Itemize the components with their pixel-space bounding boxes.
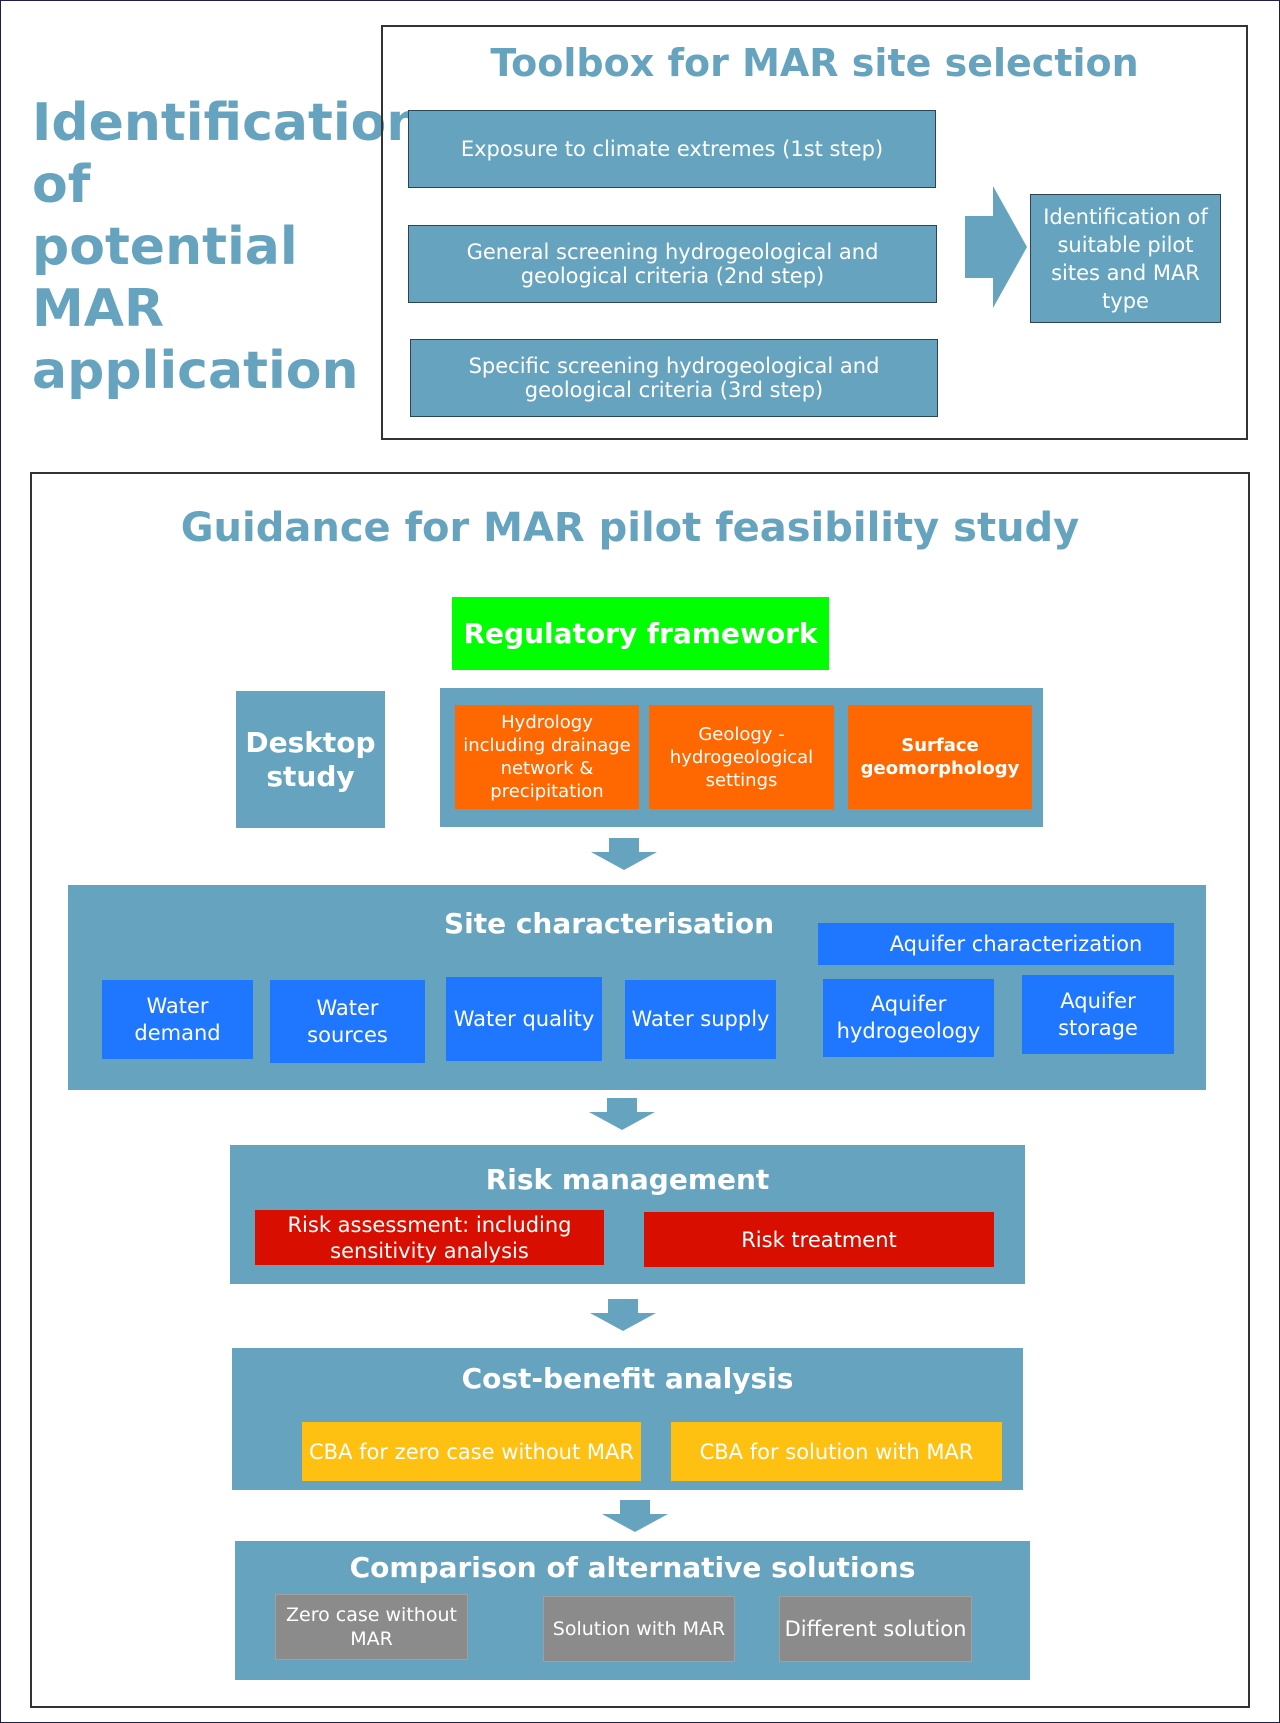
desktop-study-box: Desktop study xyxy=(236,691,385,828)
risk-treatment-box: Risk treatment xyxy=(644,1212,994,1267)
toolbox-step-2: General screening hydrogeological and ge… xyxy=(408,225,937,303)
cba-zero-case-box: CBA for zero case without MAR xyxy=(302,1422,641,1481)
regulatory-framework-box: Regulatory framework xyxy=(452,597,829,670)
desktop-item-geomorphology: Surface geomorphology xyxy=(848,705,1032,809)
down-arrow-icon xyxy=(590,1299,656,1331)
toolbox-result: Identification of suitable pilot sites a… xyxy=(1030,194,1221,323)
aquifer-characterization-header: Aquifer characterization xyxy=(818,923,1174,965)
desktop-item-geology: Geology - hydrogeological settings xyxy=(649,705,834,809)
right-arrow-icon xyxy=(965,186,1027,308)
comparison-title: Comparison of alternative solutions xyxy=(349,1550,916,1584)
site-item-water-sources: Water sources xyxy=(270,980,425,1063)
aquifer-item-hydrogeology: Aquifer hydrogeology xyxy=(823,979,994,1057)
cba-solution-box: CBA for solution with MAR xyxy=(671,1422,1002,1481)
comparison-zero-case-box: Zero case without MAR xyxy=(275,1594,468,1660)
down-arrow-icon xyxy=(602,1500,668,1532)
down-arrow-icon xyxy=(589,1098,655,1130)
aquifer-item-storage: Aquifer storage xyxy=(1022,975,1174,1054)
guidance-title: Guidance for MAR pilot feasibility study xyxy=(180,505,1080,551)
toolbox-step-1: Exposure to climate extremes (1st step) xyxy=(408,110,936,188)
toolbox-step-3: Specific screening hydrogeological and g… xyxy=(410,339,938,417)
toolbox-panel xyxy=(381,25,1248,440)
down-arrow-icon xyxy=(591,838,657,870)
risk-assessment-box: Risk assessment: including sensitivity a… xyxy=(255,1210,604,1265)
toolbox-title: Toolbox for MAR site selection xyxy=(490,41,1139,85)
comparison-different-box: Different solution xyxy=(779,1596,972,1662)
site-characterisation-title: Site characterisation xyxy=(443,906,775,940)
comparison-with-mar-box: Solution with MAR xyxy=(543,1596,735,1662)
guidance-panel xyxy=(30,472,1250,1708)
desktop-item-hydrology: Hydrology including drainage network & p… xyxy=(455,705,639,809)
cost-benefit-title: Cost-benefit analysis xyxy=(461,1361,794,1395)
site-item-water-quality: Water quality xyxy=(446,977,602,1061)
site-item-water-demand: Water demand xyxy=(102,980,253,1059)
risk-management-title: Risk management xyxy=(485,1162,770,1196)
left-title: Identification of potential MAR applicat… xyxy=(32,93,424,401)
site-item-water-supply: Water supply xyxy=(625,980,776,1059)
